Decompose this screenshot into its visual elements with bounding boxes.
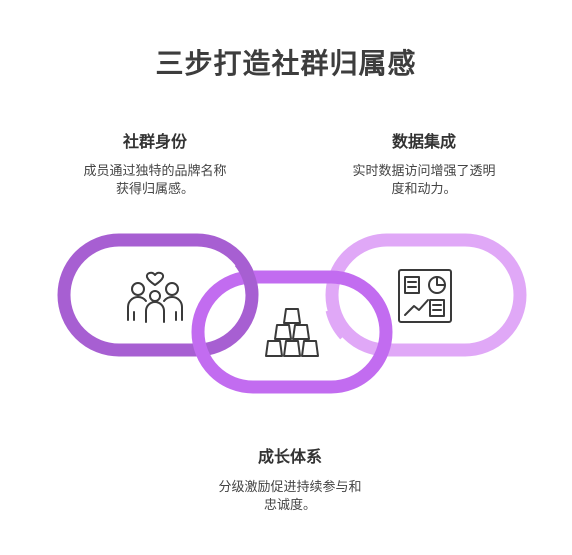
chain-link-data [325,233,527,357]
step-identity-heading: 社群身份 [122,132,187,151]
step-data-heading: 数据集成 [391,132,456,151]
step-data-description: 实时数据访问增强了透明 度和动力。 [329,163,519,199]
step-identity-description: 成员通过独特的品牌名称 获得归属感。 [60,163,250,199]
chain-link-growth [191,270,393,394]
family-heart-icon [127,271,183,323]
chain-link-data-overlap [325,308,351,340]
step-growth-description: 分级激励促进持续参与和 忠诚度。 [195,479,385,515]
cup-pyramid-icon [265,308,319,357]
step-identity-desc-line2: 获得归属感。 [115,182,194,197]
page-title: 三步打造社群归属感 [155,47,417,80]
step-growth-heading: 成长体系 [257,447,322,466]
step-growth-desc-line2: 忠诚度。 [263,498,316,513]
step-growth-desc-line1: 分级激励促进持续参与和 [218,480,362,495]
chain-link-identity-overlap [234,257,259,296]
step-data-desc-line2: 度和动力。 [391,182,457,197]
step-data-desc-line1: 实时数据访问增强了透明 [352,164,496,179]
dashboard-icon [398,269,452,323]
step-identity-desc-line1: 成员通过独特的品牌名称 [83,164,227,179]
chain-link-identity [57,233,259,357]
